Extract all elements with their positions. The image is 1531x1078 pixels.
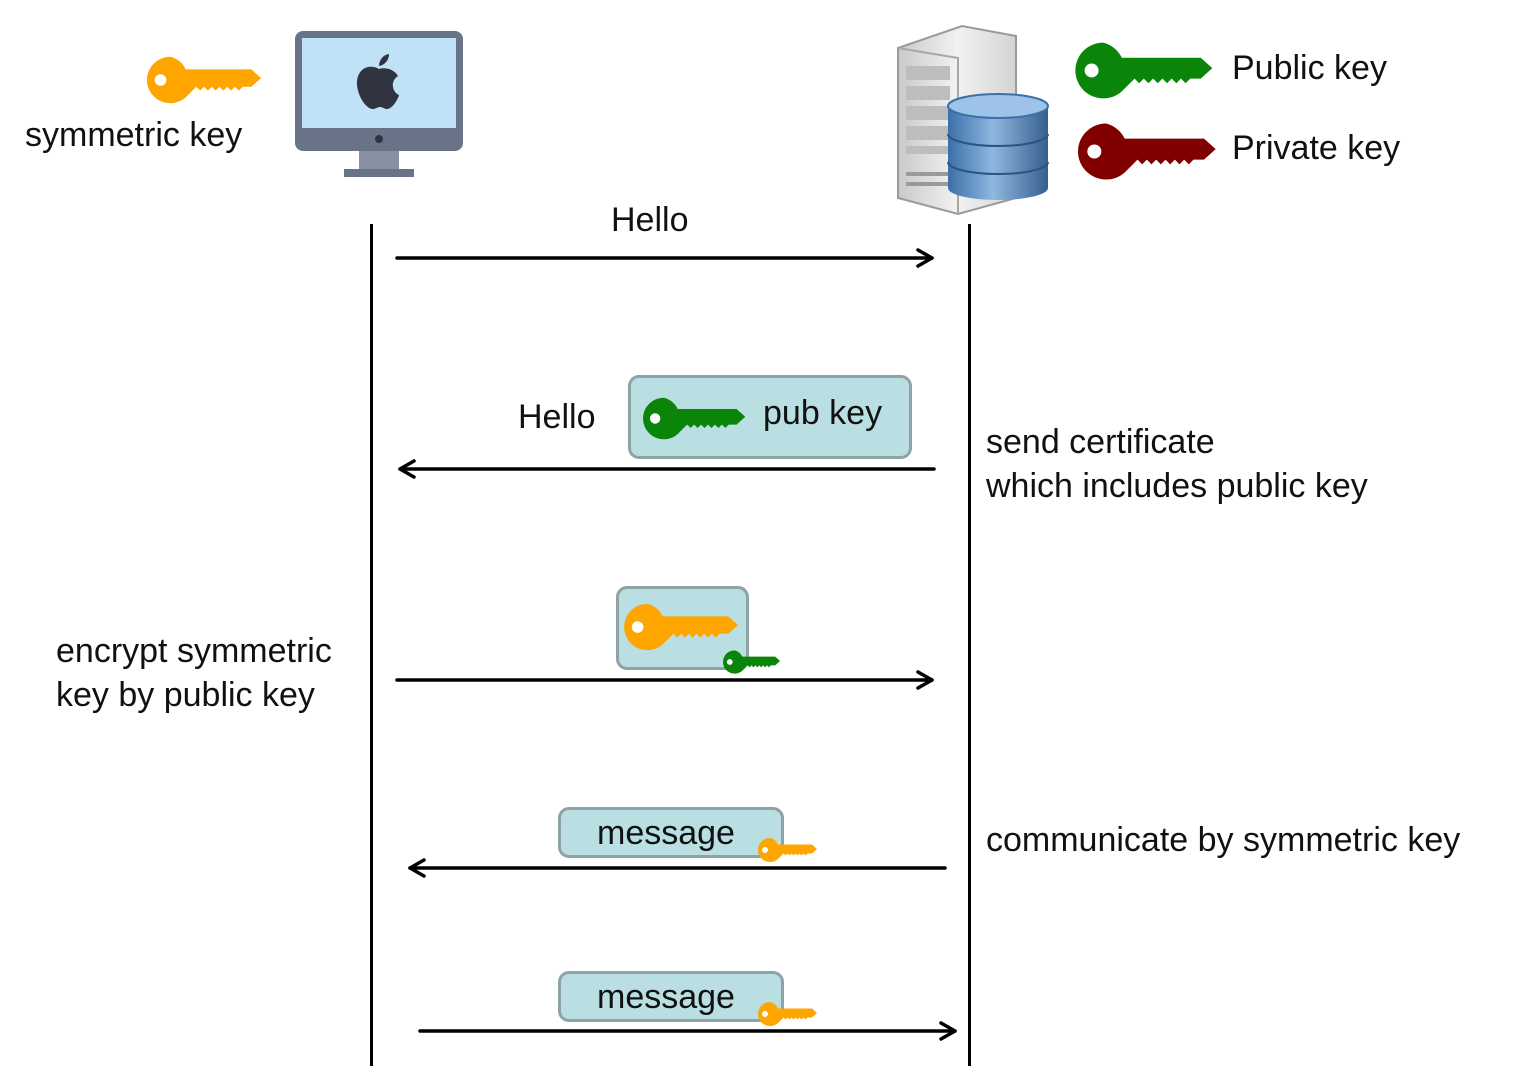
symmetric-key-label: symmetric key xyxy=(25,116,243,154)
public-key-legend-label: Public key xyxy=(1232,49,1387,87)
message-box-2-label: message xyxy=(597,978,735,1016)
encrypted-key-arrow xyxy=(395,670,934,690)
encrypt-note-line2: key by public key xyxy=(56,676,315,714)
certificate-box: pub key xyxy=(628,375,912,459)
certificate-box-label: pub key xyxy=(763,394,883,432)
message-box-1-label: message xyxy=(597,814,735,852)
private-key-legend-label: Private key xyxy=(1232,129,1401,167)
certificate-public-key-icon xyxy=(643,394,747,443)
server-lifeline xyxy=(968,224,971,1066)
imac-computer-icon xyxy=(293,29,465,181)
server-database-icon xyxy=(892,22,1054,216)
encrypt-note-line1: encrypt symmetric xyxy=(56,632,332,670)
encrypted-symmetric-key-icon xyxy=(624,600,740,654)
communicate-note: communicate by symmetric key xyxy=(986,821,1461,859)
message-1-symmetric-key-icon xyxy=(758,836,818,864)
certificate-note-line1: send certificate xyxy=(986,423,1215,461)
message-2-symmetric-key-icon xyxy=(758,1000,818,1028)
hello-request-label: Hello xyxy=(611,201,689,239)
hello-request-arrow xyxy=(395,248,934,268)
encrypting-public-key-icon xyxy=(723,648,781,676)
certificate-note-line2: which includes public key xyxy=(986,467,1368,505)
client-lifeline xyxy=(370,224,373,1066)
message-response-arrow xyxy=(408,858,947,878)
message-box-2: message xyxy=(558,971,784,1022)
certificate-response-arrow xyxy=(398,459,936,479)
hello-response-label: Hello xyxy=(518,398,596,436)
message-box-1: message xyxy=(558,807,784,858)
message-request-arrow xyxy=(418,1021,957,1041)
